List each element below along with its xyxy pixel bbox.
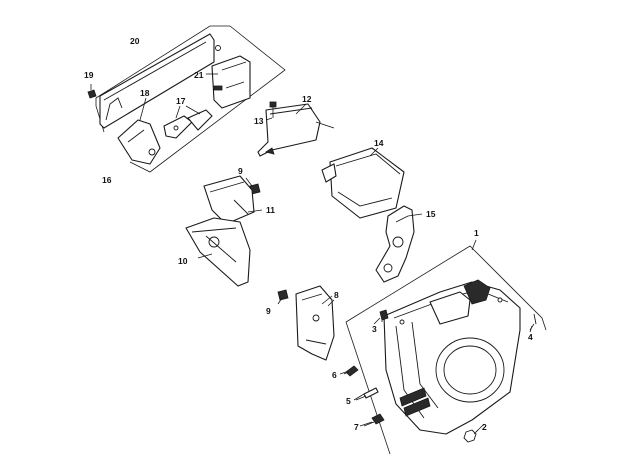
callout-21: 21 (194, 70, 204, 80)
callout-11: 11 (266, 205, 275, 215)
part-9-nut-lower (277, 289, 289, 305)
part-10-lower-baffle (185, 217, 251, 287)
part-14-shroud (321, 147, 405, 219)
callout-3: 3 (372, 324, 377, 334)
callout-17: 17 (176, 96, 186, 106)
callout-6: 6 (332, 370, 337, 380)
part-17-brackets (163, 105, 213, 139)
callout-18: 18 (140, 88, 150, 98)
part-20-rear-baffle (99, 33, 221, 129)
callout-labels: 1 2 3 4 5 6 7 8 9 9 10 11 12 13 14 15 16… (84, 36, 533, 432)
callout-7: 7 (354, 422, 359, 432)
part-12-shroud (257, 103, 335, 157)
callout-9-lower: 9 (266, 306, 271, 316)
callout-1: 1 (474, 228, 479, 238)
callout-19: 19 (84, 70, 94, 80)
callout-12: 12 (302, 94, 312, 104)
part-13-screw (265, 101, 277, 121)
part-7-screw (363, 413, 385, 427)
callout-14: 14 (374, 138, 384, 148)
callout-20: 20 (130, 36, 140, 46)
part-15-side-bracket (375, 205, 423, 283)
housing-group-frame (345, 245, 547, 455)
callout-13: 13 (254, 116, 264, 126)
part-19-bolt (87, 84, 97, 99)
callout-16: 16 (102, 175, 112, 185)
part-8-bracket (295, 285, 335, 361)
callout-leaders (321, 239, 535, 433)
callout-5: 5 (346, 396, 351, 406)
part-3-stud (379, 309, 389, 322)
part-1-blower-housing (383, 279, 521, 435)
callout-2: 2 (482, 422, 487, 432)
callout-15: 15 (426, 209, 436, 219)
callout-4: 4 (528, 332, 533, 342)
part-21-bracket (206, 55, 251, 109)
part-18-bracket (117, 97, 161, 165)
part-11-baffle (203, 175, 263, 225)
callout-10: 10 (178, 256, 188, 266)
callout-8: 8 (334, 290, 339, 300)
callout-9-top: 9 (238, 166, 243, 176)
part-6-screw (343, 365, 359, 377)
part-5-screw (355, 387, 379, 401)
